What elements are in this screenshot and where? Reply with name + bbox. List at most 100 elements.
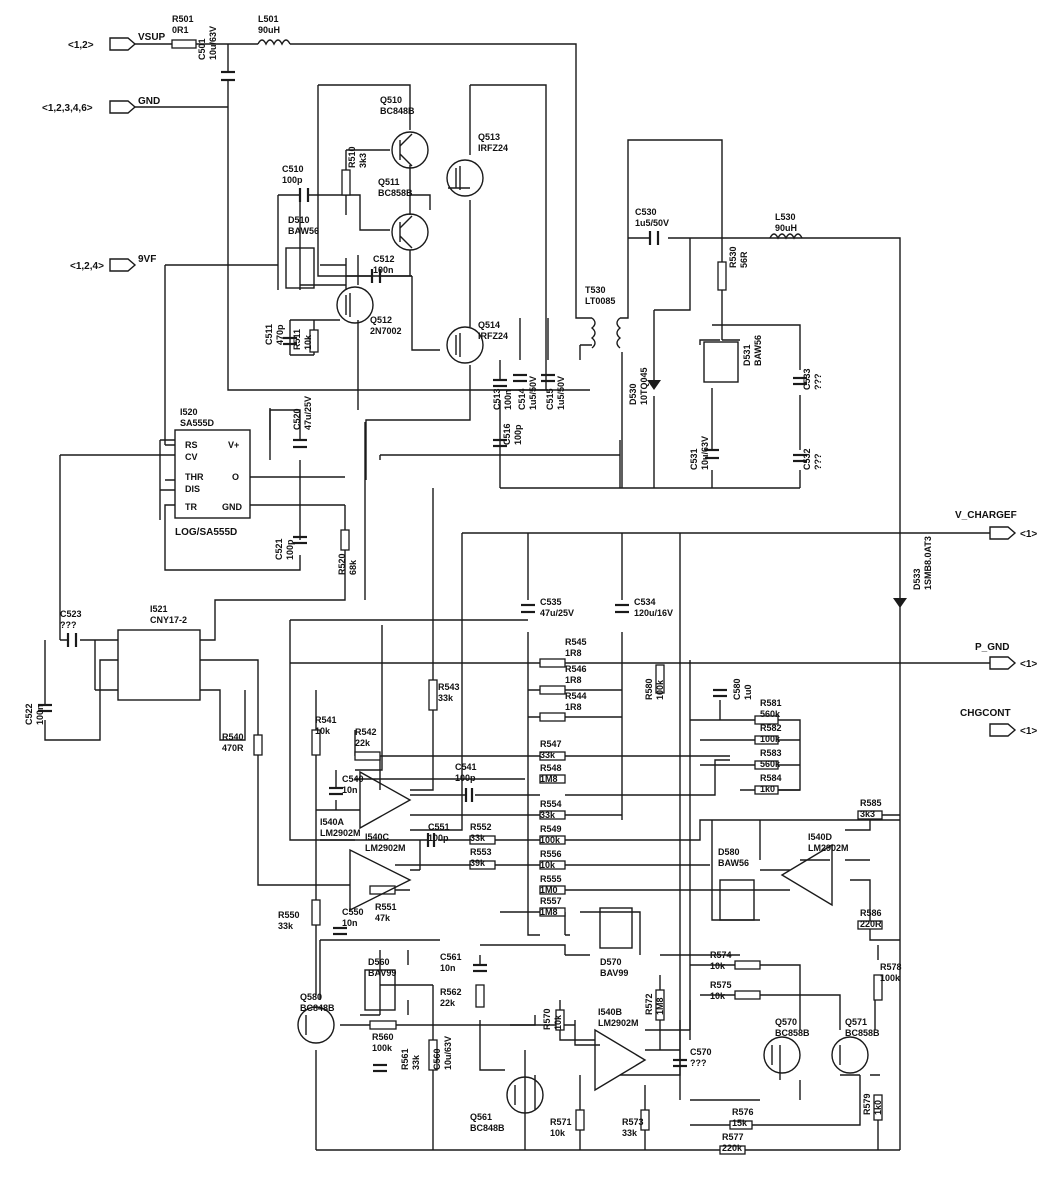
part-value-q512: 2N7002 xyxy=(370,326,402,336)
part-ref-r549: R549 xyxy=(540,824,562,834)
part-value-r572: 1M8 xyxy=(655,997,665,1015)
resistor-r575 xyxy=(734,990,761,1000)
resistor-r501 xyxy=(171,39,197,49)
part-ref-c532: C532 xyxy=(802,448,812,470)
part-ref-c523: C523 xyxy=(60,609,82,619)
resistor-r553 xyxy=(469,860,496,870)
part-ref-r578: R578 xyxy=(880,962,902,972)
resistor-r577 xyxy=(719,1145,746,1155)
resistor-r540 xyxy=(253,734,263,756)
part-ref-c501: C501 xyxy=(197,38,207,60)
port-ref-9vf: <1,2,4> xyxy=(70,261,104,272)
part-ref-r583: R583 xyxy=(760,748,782,758)
part-value-r577: 220k xyxy=(722,1143,743,1153)
part-ref-r579: R579 xyxy=(862,1093,872,1115)
part-value-r574: 10k xyxy=(710,961,726,971)
part-value-r560: 100k xyxy=(372,1043,393,1053)
resistor-r586 xyxy=(857,920,883,930)
part-value-r553: 39k xyxy=(470,858,486,868)
part-value-d533: 1SMB8.0AT3 xyxy=(923,536,933,590)
part-value-l530: 90uH xyxy=(775,223,797,233)
pin-label-gnd: GND xyxy=(222,502,243,512)
part-value-t530: LT0085 xyxy=(585,296,615,306)
part-ref-c520: C520 xyxy=(292,408,302,430)
resistor-r555 xyxy=(539,885,566,895)
part-value-c530: 1u5/50V xyxy=(635,218,669,228)
part-ref-r511: R511 xyxy=(292,329,302,350)
part-ref-i540d: I540D xyxy=(808,832,833,842)
part-value-r583: 560k xyxy=(760,759,781,769)
port-label-vchargef: V_CHARGEF xyxy=(955,510,1017,521)
part-value-r542: 22k xyxy=(355,738,371,748)
part-value-c570: ??? xyxy=(690,1058,707,1068)
part-ref-r561: R561 xyxy=(400,1048,410,1070)
resistor-r561 xyxy=(428,1039,438,1071)
part-ref-c531: C531 xyxy=(689,448,699,470)
part-value-r584: 1k0 xyxy=(760,784,775,794)
part-value-c531: 10u/63V xyxy=(700,436,710,470)
part-value-d570: BAV99 xyxy=(600,968,628,978)
part-value-r586: 220R xyxy=(860,919,882,929)
part-ref-r520: R520 xyxy=(337,553,347,575)
transformer-t530 xyxy=(590,317,622,349)
part-value-c513: 100n xyxy=(503,389,513,410)
part-ref-q514: Q514 xyxy=(478,320,500,330)
diode-d530 xyxy=(647,380,661,390)
port-vchargef[interactable] xyxy=(989,526,1017,540)
pin-label-tr: TR xyxy=(185,502,197,512)
ic-i520 xyxy=(174,429,251,519)
part-ref-c516: C516 xyxy=(502,423,512,445)
part-ref-r573: R573 xyxy=(622,1117,644,1127)
part-value-r551: 47k xyxy=(375,913,391,923)
capacitor-c522 xyxy=(38,703,52,713)
capacitor-c512 xyxy=(370,269,382,283)
resistor-r530 xyxy=(717,261,727,291)
capacitor-c541 xyxy=(464,788,474,802)
resistor-r548 xyxy=(539,774,566,784)
part-value-r530: 56R xyxy=(739,251,749,268)
part-ref-r544: R544 xyxy=(565,691,587,701)
part-value-c561: 10n xyxy=(440,963,456,973)
part-ref-r540: R540 xyxy=(222,732,244,742)
part-value-i520: SA555D xyxy=(180,418,215,428)
resistor-r585 xyxy=(857,810,883,820)
part-ref-r550: R550 xyxy=(278,910,300,920)
port-ref-chgcont: <1> xyxy=(1020,726,1037,737)
part-value-r544: 1R8 xyxy=(565,702,582,712)
part-value-i540a: LM2902M xyxy=(320,828,361,838)
part-value-l501: 90uH xyxy=(258,25,280,35)
part-value-c535: 47u/25V xyxy=(540,608,574,618)
capacitor-c535 xyxy=(521,603,535,614)
part-ref-c514: C514 xyxy=(517,388,527,410)
part-ref-r560: R560 xyxy=(372,1032,394,1042)
resistor-r545 xyxy=(539,658,566,668)
capacitor-c513 xyxy=(493,378,507,388)
part-value-c541: 100p xyxy=(455,773,476,783)
part-ref-c541: C541 xyxy=(455,762,477,772)
part-value-r585: 3k3 xyxy=(860,809,875,819)
transistor-q510 xyxy=(391,131,429,169)
capacitor-c523 xyxy=(66,633,78,647)
resistor-r542 xyxy=(354,751,381,761)
port-vsup[interactable] xyxy=(109,37,137,51)
part-value-c515: 1u5/50V xyxy=(556,376,566,410)
mosfet-q512 xyxy=(336,286,374,324)
part-value-r571: 10k xyxy=(550,1128,566,1138)
part-ref-c550: C550 xyxy=(342,907,364,917)
capacitor-c550 xyxy=(333,926,347,936)
part-ref-c510: C510 xyxy=(282,164,304,174)
port-pgnd[interactable] xyxy=(989,656,1017,670)
part-value-c522: 100n xyxy=(35,704,45,725)
resistor-r570 xyxy=(555,1009,565,1031)
pin-label-thr: THR xyxy=(185,472,204,482)
capacitor-c516 xyxy=(493,438,507,448)
port-chgcont[interactable] xyxy=(989,723,1017,737)
capacitor-c520 xyxy=(293,438,307,449)
part-value-r548: 1M8 xyxy=(540,774,558,784)
capacitor-c533 xyxy=(793,376,807,386)
port-9vf[interactable] xyxy=(109,258,137,272)
resistor-r541 xyxy=(311,729,321,756)
port-gnd[interactable] xyxy=(109,100,137,114)
part-ref-d560: D560 xyxy=(368,957,390,967)
resistor-r554 xyxy=(539,810,566,820)
